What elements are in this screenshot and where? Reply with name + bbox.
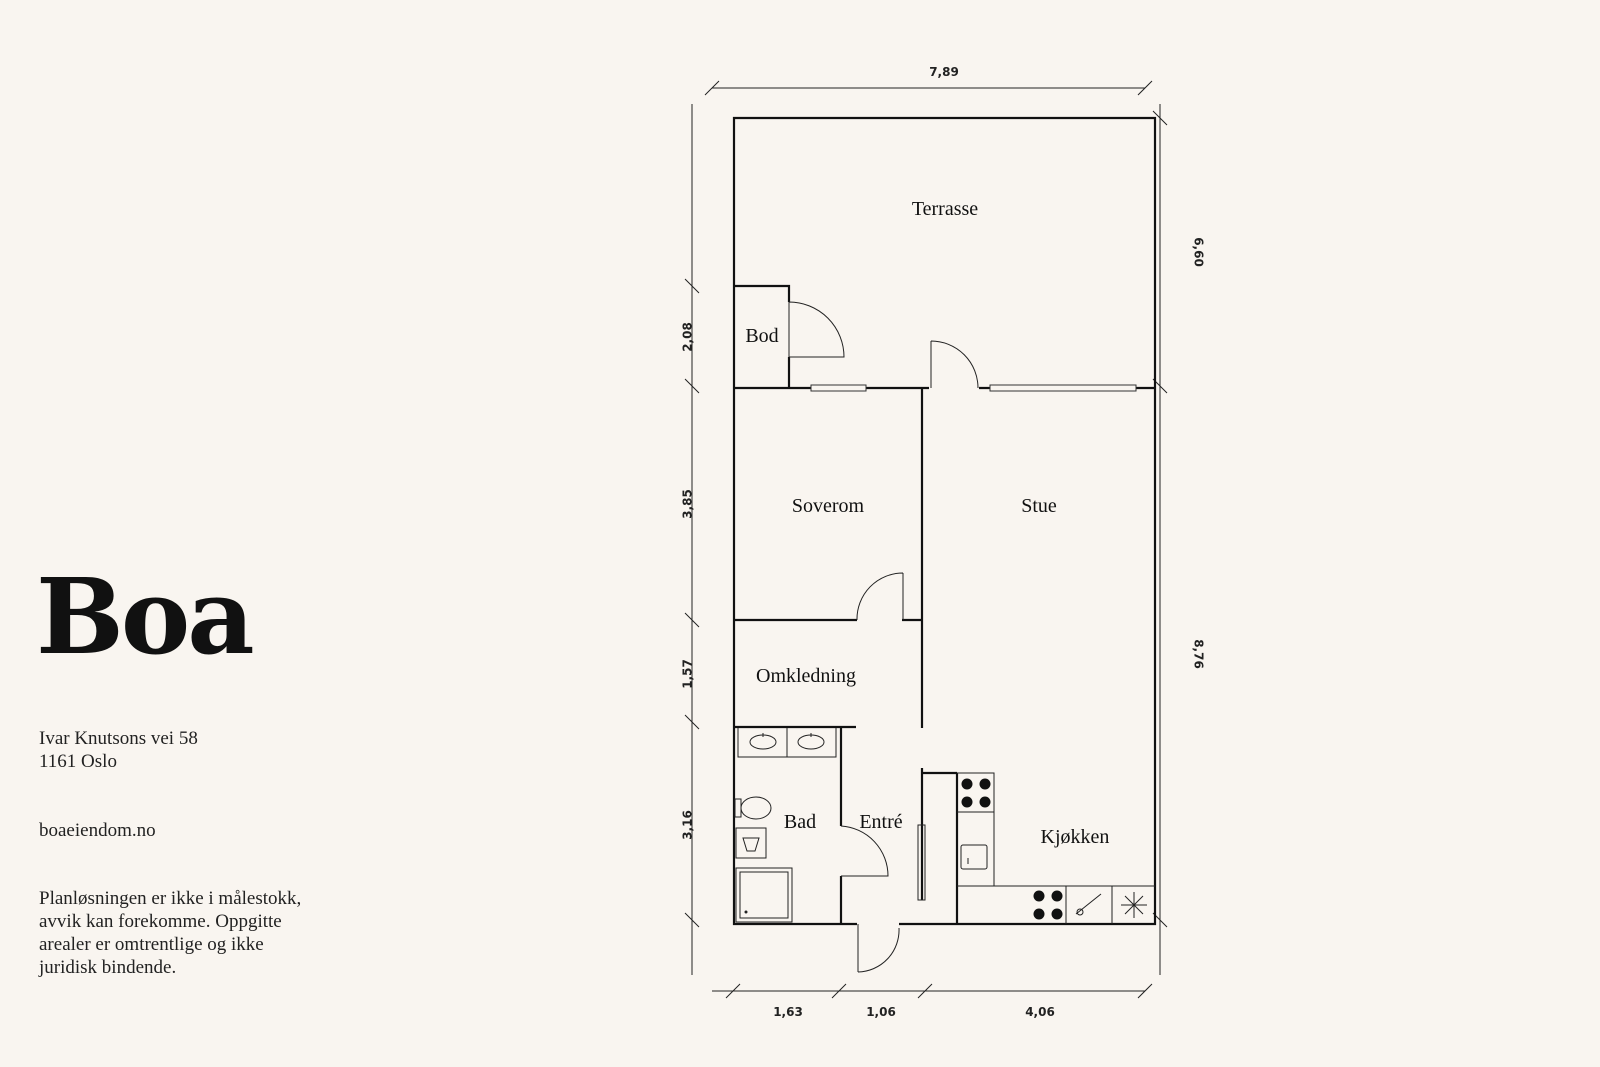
dim-left-soverom: 3,85 [681,489,695,519]
bathroom-counter [737,728,837,758]
door-swing-entrance [857,924,900,973]
disclaimer-line: juridisk bindende. [39,957,177,978]
terrace-outline [732,116,1157,388]
room-label-bad: Bad [784,811,816,833]
door-swing-stue [930,340,979,389]
address-street: Ivar Knutsons vei 58 [39,728,198,749]
dim-left-bod: 2,08 [681,322,695,352]
door-swing-bad [840,825,889,877]
kitchen-sink-icon [960,844,988,870]
address-block: Ivar Knutsons vei 58 1161 Oslo [39,727,198,773]
stove-icon [961,778,991,808]
dishwasher-icon [1075,886,1113,924]
disclaimer-line: Planløsningen er ikke i målestokk, [39,888,302,909]
dim-bottom-bad: 1,63 [773,1005,803,1019]
toilet-icon [734,796,772,820]
room-label-terrasse: Terrasse [912,198,978,220]
wall-east-south [899,388,1157,926]
dim-left-omkledning: 1,57 [681,659,695,689]
laundry-icon [735,827,767,859]
dim-right-terrace: 6,60 [1192,237,1206,267]
kitchen-counter-left [957,772,1155,887]
dim-right-apartment: 8,76 [1192,639,1206,669]
window-soverom [810,384,867,392]
dim-bottom-entre: 1,06 [866,1005,896,1019]
website-link[interactable]: boaeiendom.no [39,820,156,841]
washbasin-icon [749,733,777,750]
shower-icon [735,867,793,923]
dim-top-width: 7,89 [929,65,959,79]
room-label-stue: Stue [1021,495,1057,517]
disclaimer-text: Planløsningen er ikke i målestokk, avvik… [39,887,339,979]
door-swing-bod [788,301,845,358]
dim-left-bad: 3,16 [681,810,695,840]
dimension-lines [684,80,1168,999]
address-city: 1161 Oslo [39,751,117,772]
fridge-icon [1121,892,1147,918]
room-label-bod: Bod [745,325,778,347]
hob-icon [1033,886,1067,924]
room-label-kjokken: Kjøkken [1041,826,1110,848]
room-label-omkledning: Omkledning [756,665,856,687]
door-swing-soverom [856,572,904,621]
brand-logo: Boa [36,555,255,678]
window-stue [989,384,1137,392]
bod-wall [734,284,791,302]
wall-west [732,286,857,926]
room-label-entre: Entré [859,811,902,833]
disclaimer-line: avvik kan forekomme. Oppgitte [39,911,282,932]
room-label-soverom: Soverom [792,495,865,517]
dim-bottom-kjokken: 4,06 [1025,1005,1055,1019]
washbasin-icon [797,733,825,750]
disclaimer-line: arealer er omtrentlige og ikke [39,934,264,955]
partition-panel [917,824,926,901]
